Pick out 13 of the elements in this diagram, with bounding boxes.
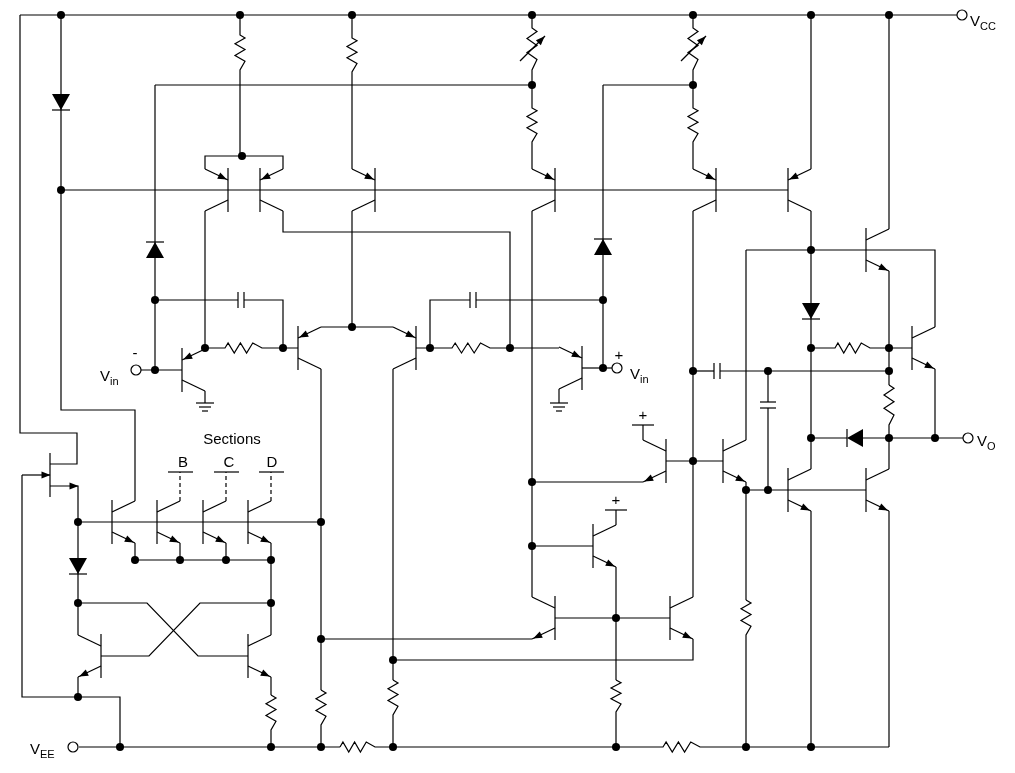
polarity-sign: + xyxy=(611,491,621,507)
supply-label: V$_{CC}$ xyxy=(970,12,996,32)
section-label: D xyxy=(266,453,278,469)
section-label: B xyxy=(178,453,188,469)
input-label: V$_{in}$ xyxy=(100,367,119,387)
polarity-sign: + xyxy=(638,406,648,422)
polarity-sign: - xyxy=(132,344,138,360)
section-label: C xyxy=(223,453,235,469)
input-label: V$_{in}$ xyxy=(630,365,649,385)
output-label: V$_{O}$ xyxy=(977,432,996,452)
polarity-sign: + xyxy=(614,346,624,362)
section-heading: Sections xyxy=(203,430,261,446)
supply-label: V$_{EE}$ xyxy=(30,740,55,760)
